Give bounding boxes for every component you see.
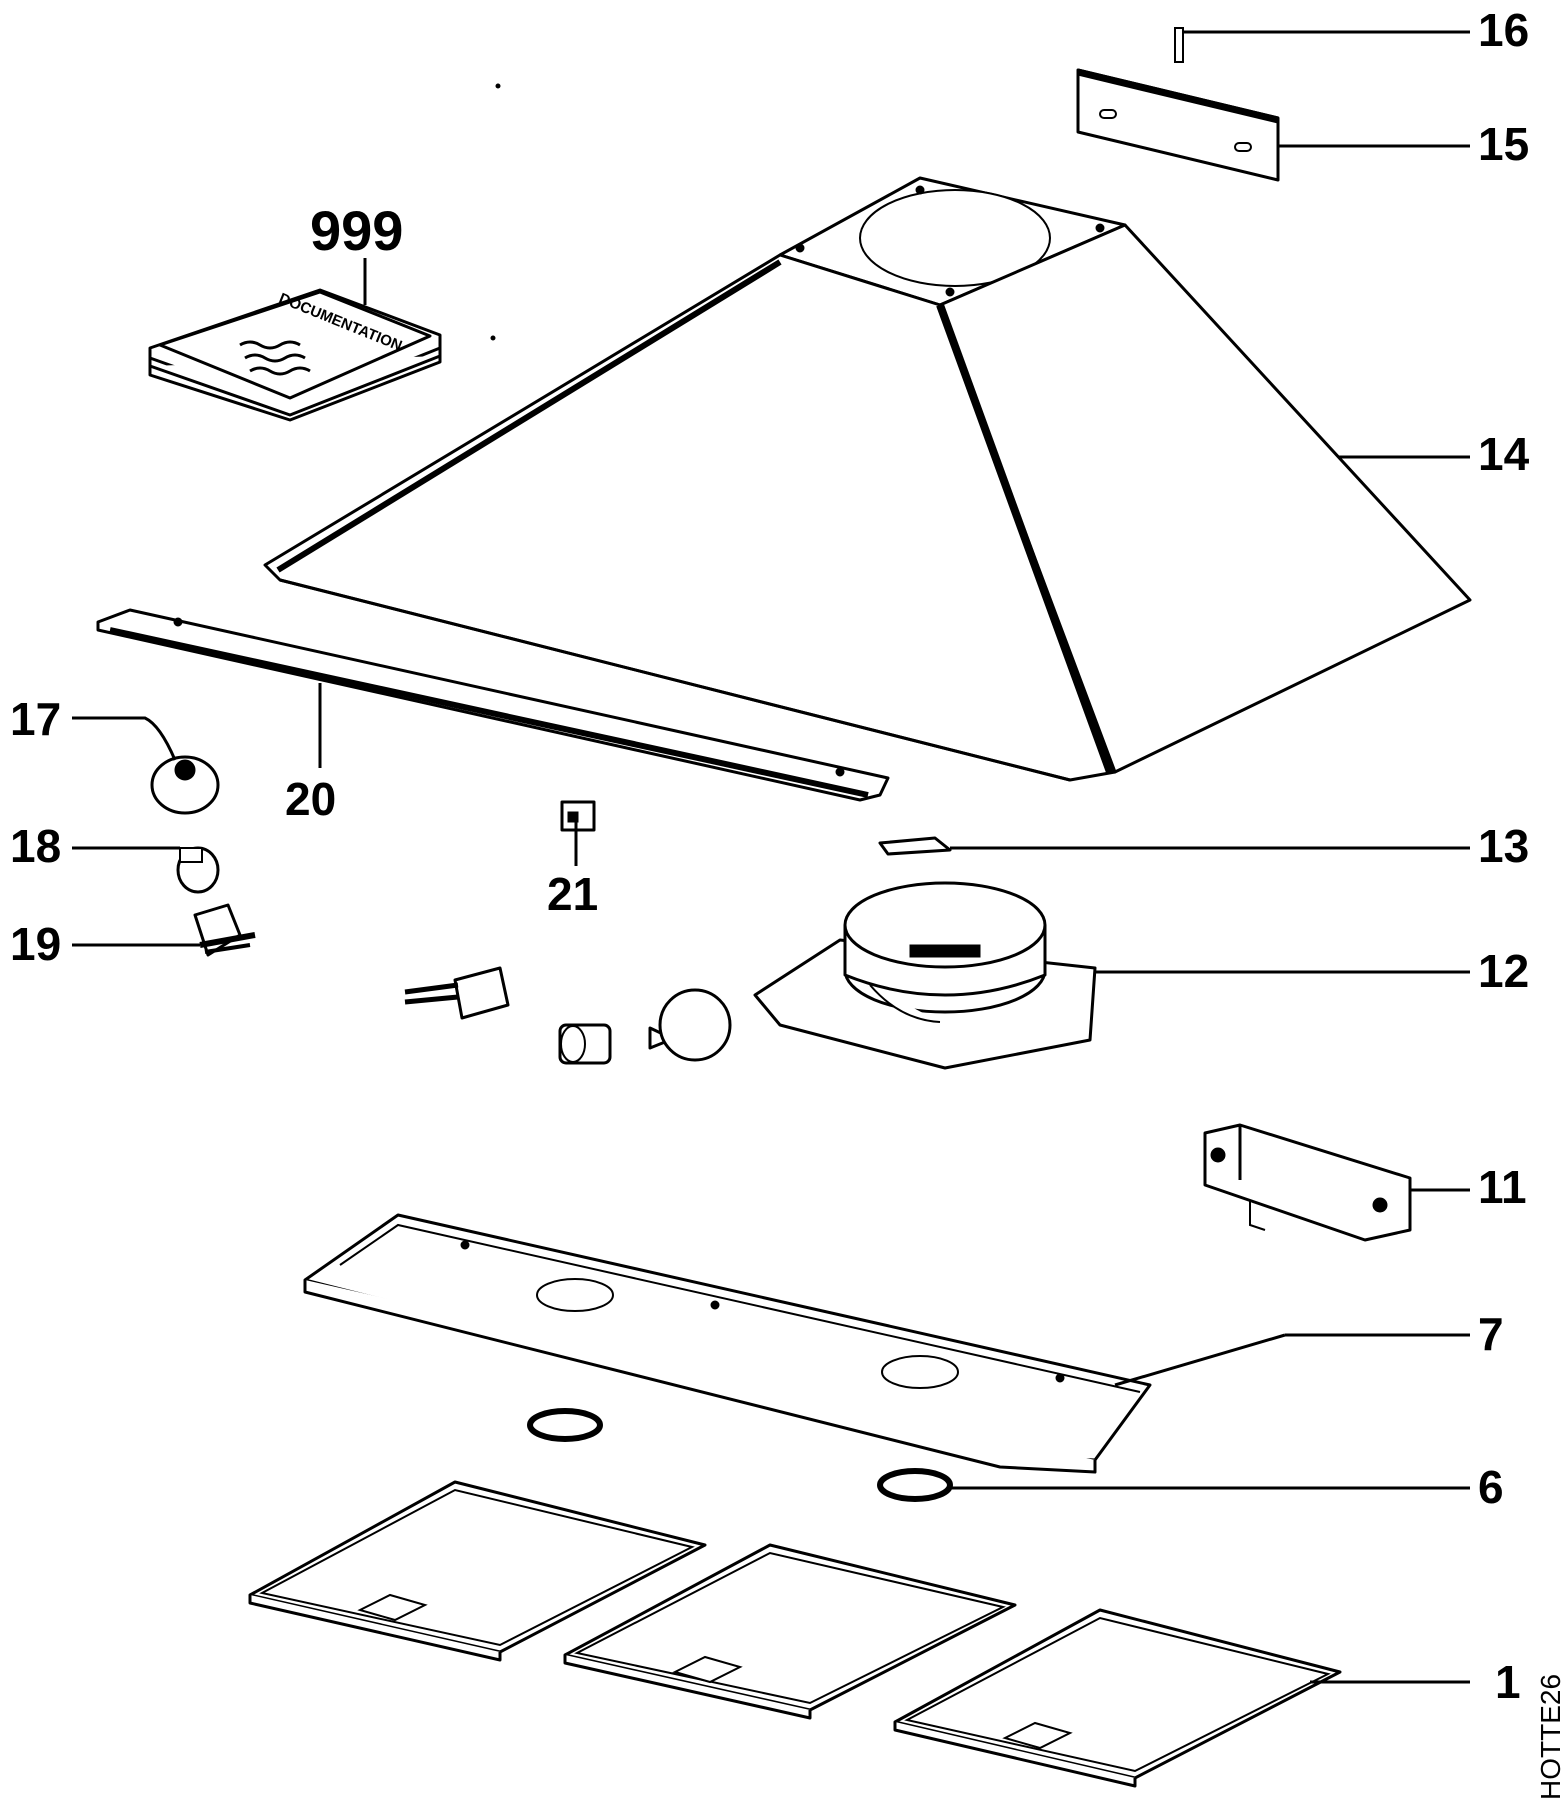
part-7-chassis-plate: [303, 1213, 1470, 1474]
part-12-fan-mount: [753, 881, 1470, 1070]
part-11-control-module: [1203, 1123, 1470, 1242]
part-13-clip: [878, 836, 1470, 856]
label-13: 13: [1478, 820, 1529, 872]
label-11: 11: [1478, 1161, 1527, 1213]
label-20: 20: [285, 773, 336, 825]
label-6: 6: [1478, 1461, 1504, 1513]
part-19-switch: [72, 903, 256, 957]
label-15: 15: [1478, 118, 1529, 170]
label-7: 7: [1478, 1308, 1504, 1360]
label-17: 17: [10, 693, 61, 745]
part-999-documentation: DOCUMENTATION: [148, 258, 442, 422]
label-12: 12: [1478, 945, 1529, 997]
label-21: 21: [547, 868, 598, 920]
part-15-bracket: [1076, 68, 1470, 182]
label-1: 1: [1495, 1656, 1521, 1708]
label-16: 16: [1478, 4, 1529, 56]
label-14: 14: [1478, 428, 1530, 480]
loose-components: [404, 966, 732, 1065]
part-21-clip: [560, 800, 596, 866]
label-19: 19: [10, 918, 61, 970]
label-999: 999: [310, 199, 403, 262]
part-6-rings: [527, 1408, 1470, 1502]
part-1-grease-filters: [248, 1480, 1470, 1788]
drawing-code: HOTTE26: [1535, 1674, 1563, 1800]
part-17-knob: [72, 716, 220, 815]
part-14-hood-canopy: [263, 176, 1472, 782]
part-18-lamp-holder: [72, 846, 220, 894]
part-20-trim-strip: [96, 608, 890, 802]
label-18: 18: [10, 820, 61, 872]
part-16-pin: [1174, 27, 1470, 63]
